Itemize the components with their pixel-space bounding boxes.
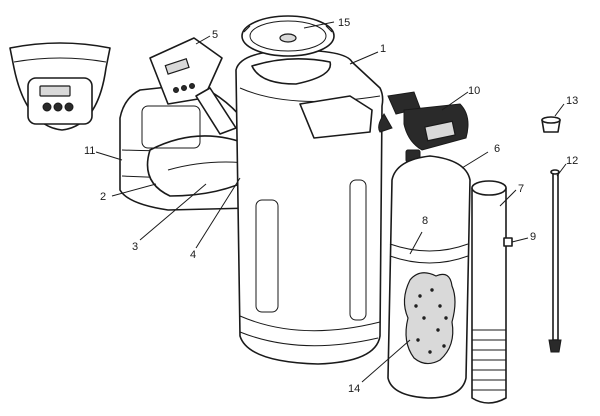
callout-11: 11 xyxy=(84,145,95,157)
inset-button-icon xyxy=(42,102,52,112)
callout-8: 8 xyxy=(422,215,428,227)
callout-10: 10 xyxy=(468,85,480,97)
inset-button-icon xyxy=(53,102,63,112)
leader-lines xyxy=(95,21,567,383)
distributor-tube xyxy=(548,169,562,353)
brine-cabinet xyxy=(119,83,269,211)
callout-2: 2 xyxy=(100,191,106,203)
inset-display-icon xyxy=(39,85,71,97)
callout-15: 15 xyxy=(338,17,350,29)
control-head xyxy=(149,37,237,135)
callout-5: 5 xyxy=(212,29,218,41)
control-panel-inset xyxy=(9,42,111,131)
callout-6: 6 xyxy=(494,143,500,155)
callout-3: 3 xyxy=(132,241,138,253)
screen-cap xyxy=(541,116,561,133)
salt-tank-cabinet xyxy=(235,49,384,365)
callout-7: 7 xyxy=(518,183,524,195)
callouts: 15 5 1 10 13 11 6 12 7 2 9 8 3 4 14 xyxy=(84,17,578,395)
control-display-icon xyxy=(164,58,190,75)
callout-9: 9 xyxy=(530,231,536,243)
callout-12: 12 xyxy=(566,155,578,167)
callout-4: 4 xyxy=(190,249,196,261)
top-lid xyxy=(241,15,335,57)
callout-1: 1 xyxy=(380,43,386,55)
inset-button-icon xyxy=(64,102,74,112)
valve-head xyxy=(378,91,469,167)
callout-14: 14 xyxy=(348,383,360,395)
resin-tank xyxy=(387,155,471,399)
callout-13: 13 xyxy=(566,95,578,107)
brine-well xyxy=(471,180,513,404)
